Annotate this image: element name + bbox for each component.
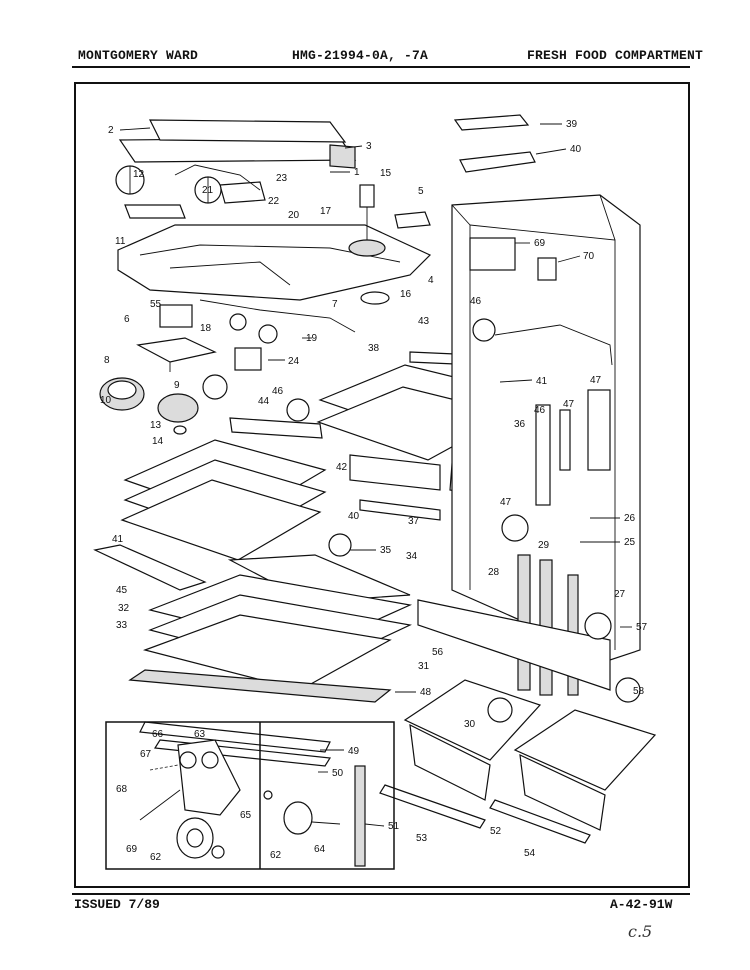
callout-47: 46 [534, 405, 546, 416]
callout-37: 37 [408, 516, 420, 527]
callout-57: 54 [524, 848, 536, 859]
callout-55: 52 [490, 826, 502, 837]
callout-2: 2 [108, 125, 114, 136]
callout-44-left: 44 [258, 396, 270, 407]
callout-9: 9 [174, 380, 180, 391]
callout-8: 8 [104, 355, 110, 366]
callout-63-right: 64 [314, 844, 326, 855]
callout-20: 20 [288, 210, 300, 221]
callout-26: 26 [624, 513, 636, 524]
callout-39: 39 [566, 119, 578, 130]
callout-6: 6 [124, 314, 130, 325]
callout-4: 4 [428, 275, 434, 286]
callout-27: 27 [614, 589, 626, 600]
callout-65: 66 [152, 729, 164, 740]
diagram-frame [74, 82, 690, 888]
footer-rule [72, 893, 690, 895]
callout-51: 48 [420, 687, 432, 698]
top-control-housing [115, 119, 432, 333]
callout-48: 47 [563, 399, 575, 410]
callout-12: 12 [133, 169, 145, 180]
callout-62-left: 62 [150, 852, 162, 863]
callout-7: 7 [332, 299, 338, 310]
callout-29: 29 [538, 540, 550, 551]
callout-64: 65 [240, 810, 252, 821]
callout-30: 30 [464, 719, 476, 730]
callout-46-left: 46 [272, 386, 284, 397]
callout-69: 69 [534, 238, 546, 249]
cabinet-liner [417, 114, 641, 703]
model-number: HMG-21994-0A, -7A [292, 48, 429, 63]
callout-56: 53 [416, 833, 428, 844]
callout-16: 16 [400, 289, 412, 300]
callout-1: 1 [354, 167, 360, 178]
callout-15: 15 [380, 168, 392, 179]
callout-19: 19 [306, 333, 318, 344]
callout-44-right: 43 [418, 316, 430, 327]
callout-18: 18 [200, 323, 212, 334]
callout-33: 33 [116, 620, 128, 631]
lower-shelves [128, 554, 413, 767]
callout-13: 13 [150, 420, 162, 431]
callout-10: 10 [100, 395, 112, 406]
callout-43: 42 [336, 462, 348, 473]
callout-23: 23 [276, 173, 288, 184]
callout-46-right: 46 [470, 296, 482, 307]
callout-67: 68 [116, 784, 128, 795]
callout-49: 47 [590, 375, 602, 386]
callout-35: 35 [380, 545, 392, 556]
callout-labels: 2 3 1 15 5 23 22 20 17 12 21 11 4 16 55 … [100, 119, 648, 863]
callout-41-left: 40 [348, 511, 360, 522]
callout-53: 50 [332, 768, 344, 779]
callout-3: 3 [366, 141, 372, 152]
crisper-drawers [379, 679, 657, 844]
callout-52: 49 [348, 746, 360, 757]
document-id: A-42-91W [610, 897, 673, 912]
callout-28: 28 [488, 567, 500, 578]
callout-22: 22 [268, 196, 280, 207]
callout-38: 38 [368, 343, 380, 354]
callout-31: 31 [418, 661, 430, 672]
callout-63-left: 63 [194, 729, 206, 740]
callout-58: 55 [150, 299, 162, 310]
issued-date: ISSUED 7/89 [74, 897, 160, 912]
handwritten-mark: c.5 [628, 922, 653, 941]
vertical-rail [354, 765, 366, 867]
upper-shelves [93, 398, 327, 591]
callout-32: 32 [118, 603, 130, 614]
thermostat-and-lamp [99, 304, 278, 435]
callout-11: 11 [115, 236, 126, 247]
callout-34: 34 [406, 551, 418, 562]
callout-66: 67 [140, 749, 152, 760]
callout-24: 24 [288, 356, 300, 367]
header-rule [72, 66, 690, 68]
callout-61: 58 [633, 686, 645, 697]
callout-54: 51 [388, 821, 400, 832]
leader-lines [119, 123, 632, 827]
callout-45: 45 [116, 585, 128, 596]
callout-36: 36 [514, 419, 526, 430]
roller-detail-inset [105, 721, 395, 870]
callout-21: 21 [202, 185, 214, 196]
callout-25: 25 [624, 537, 636, 548]
callout-5: 5 [418, 186, 424, 197]
callout-59: 56 [432, 647, 444, 658]
callout-41-right: 41 [536, 376, 548, 387]
callout-60: 57 [636, 622, 648, 633]
section-title: FRESH FOOD COMPARTMENT [527, 48, 704, 63]
callout-50: 47 [500, 497, 512, 508]
callout-17: 17 [320, 206, 332, 217]
callout-62-right: 62 [270, 850, 282, 861]
callout-68: 69 [126, 844, 138, 855]
callout-70: 70 [583, 251, 595, 262]
callout-14: 14 [152, 436, 164, 447]
brand-label: MONTGOMERY WARD [78, 48, 199, 63]
callout-40: 40 [570, 144, 582, 155]
callout-42: 41 [112, 534, 124, 545]
